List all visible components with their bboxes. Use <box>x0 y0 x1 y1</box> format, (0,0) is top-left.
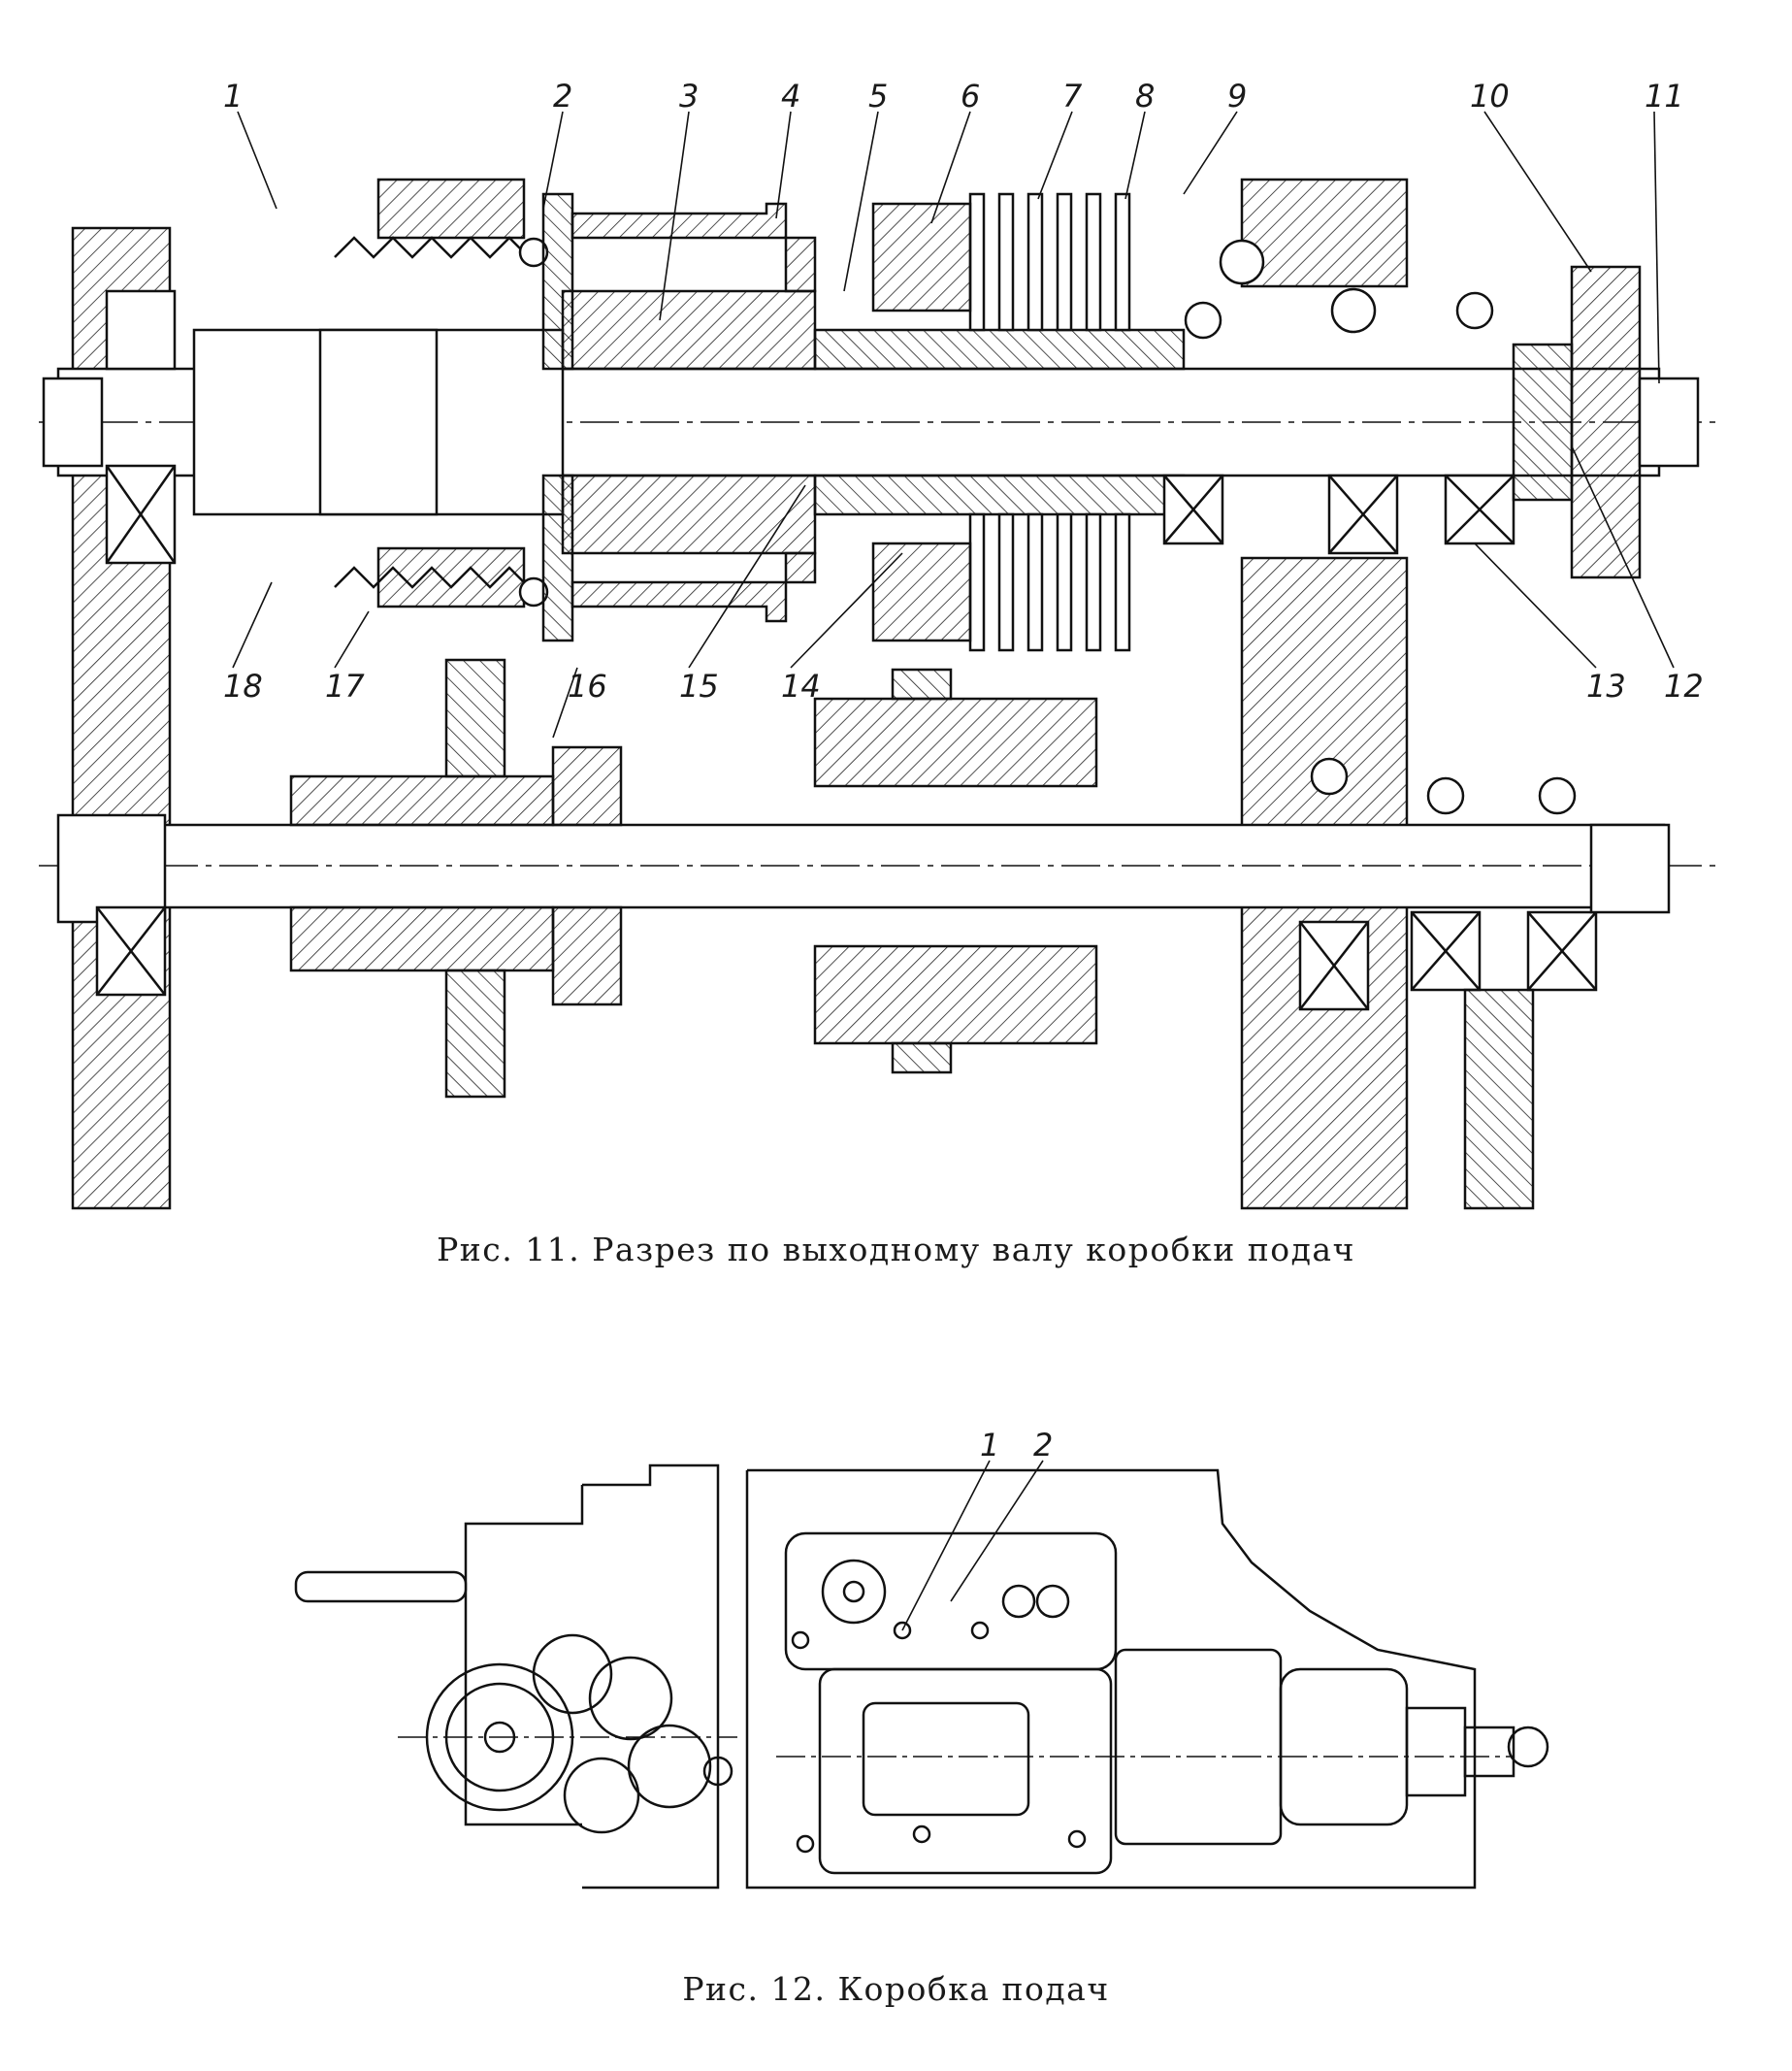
feed-box-output-shaft-section <box>39 178 1717 1210</box>
callout-17: 17 <box>325 668 365 705</box>
fig12-callouts: 1 2 <box>980 1427 1053 1463</box>
callout-1: 1 <box>223 78 243 115</box>
figure-12-caption: Рис. 12. Коробка подач <box>682 1970 1110 2008</box>
fig12-leader-lines <box>901 1460 1044 1631</box>
fig11-leader-lines <box>232 111 1675 739</box>
callout-15: 15 <box>679 668 719 705</box>
callout-7: 7 <box>1062 78 1083 115</box>
callout-6: 6 <box>961 78 980 115</box>
callout-14: 14 <box>781 668 821 705</box>
feed-box-exterior-view <box>294 1463 1549 1890</box>
callout-18: 18 <box>223 668 263 705</box>
callout-4: 4 <box>781 78 800 115</box>
callout-2: 2 <box>553 78 572 115</box>
fig12-callout-2: 2 <box>1033 1427 1053 1463</box>
callout-9: 9 <box>1227 78 1247 115</box>
fig11-callouts: 1 2 3 4 5 6 7 8 9 10 11 12 13 14 15 16 1… <box>223 78 1704 705</box>
callout-8: 8 <box>1135 78 1155 115</box>
figure-11-caption: Рис. 11. Разрез по выходному валу коробк… <box>437 1231 1355 1268</box>
callout-12: 12 <box>1664 668 1704 705</box>
callout-3: 3 <box>679 78 699 115</box>
callout-13: 13 <box>1586 668 1626 705</box>
callout-5: 5 <box>868 78 888 115</box>
callout-16: 16 <box>568 668 607 705</box>
callout-11: 11 <box>1645 78 1684 115</box>
callout-10: 10 <box>1470 78 1510 115</box>
fig12-callout-1: 1 <box>980 1427 999 1463</box>
